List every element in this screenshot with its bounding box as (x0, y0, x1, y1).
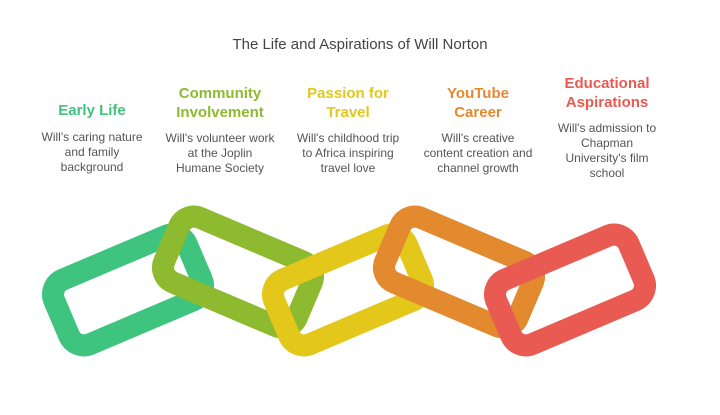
stage-heading: Community Involvement (176, 85, 264, 121)
stage-description: Will's admission to Chapman University's… (557, 121, 657, 180)
stage-description: Will's caring nature and family backgrou… (41, 130, 143, 174)
stage-passion-for-travel: Passion for Travel Will's childhood trip… (278, 84, 418, 176)
stage-community-involvement: Community Involvement Will's volunteer w… (150, 84, 290, 176)
chain-link-3 (262, 223, 434, 357)
stage-description: Will's volunteer work at the Joplin Huma… (165, 131, 275, 175)
stage-educational-aspirations: Educational Aspirations Will's admission… (537, 74, 677, 181)
chain-link-2 (152, 205, 324, 339)
stage-early-life: Early Life Will's caring nature and fami… (22, 101, 162, 175)
stage-description: Will's creative content creation and cha… (423, 131, 533, 175)
chain-link-5 (484, 223, 656, 357)
stage-youtube-career: YouTube Career Will's creative content c… (408, 84, 548, 176)
chain-link-1 (42, 223, 214, 357)
stage-heading: Educational Aspirations (564, 75, 650, 111)
page-title: The Life and Aspirations of Will Norton (232, 36, 488, 53)
stage-heading: Passion for Travel (307, 85, 389, 121)
chain-link-4 (373, 205, 545, 339)
stage-heading: Early Life (58, 102, 126, 119)
stage-heading: YouTube Career (447, 85, 509, 121)
stage-description: Will's childhood trip to Africa inspirin… (296, 131, 400, 175)
